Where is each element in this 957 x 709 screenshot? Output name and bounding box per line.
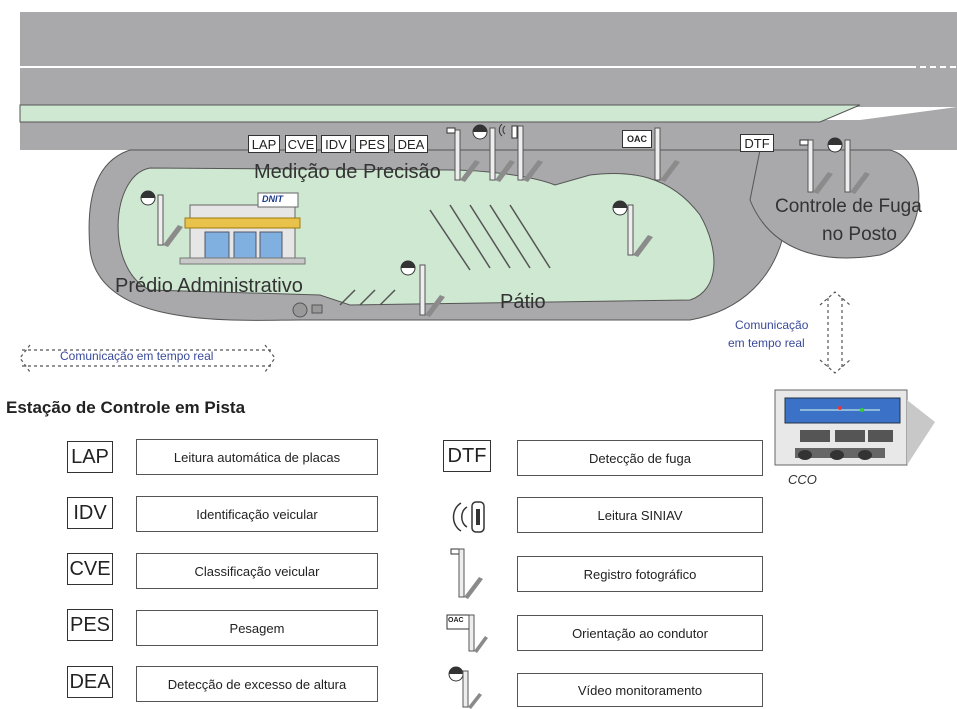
escape-loop xyxy=(749,149,920,259)
legend-desc-siniav: Leitura SINIAV xyxy=(517,497,763,533)
siniav-reader-icon xyxy=(452,501,485,533)
legend-desc-video: Vídeo monitoramento xyxy=(517,673,763,707)
median-strip xyxy=(19,104,861,123)
comm-arrow-right xyxy=(819,291,851,374)
tag-lap: LAP xyxy=(248,135,280,153)
comm-label-right-line2: em tempo real xyxy=(728,336,805,350)
camera-pole-icon xyxy=(450,548,483,599)
legend-desc-dtf: Detecção de fuga xyxy=(517,440,763,476)
legend-desc-idv: Identificação veicular xyxy=(136,496,378,532)
legend-desc-pes: Pesagem xyxy=(136,610,378,646)
label-medicao: Medição de Precisão xyxy=(254,161,441,183)
legend-code-pes: PES xyxy=(67,609,113,641)
comm-label-left: Comunicação em tempo real xyxy=(60,349,214,363)
label-controle-line1: Controle de Fuga xyxy=(775,196,922,217)
oac-panel-icon xyxy=(446,614,488,653)
label-predio: Prédio Administrativo xyxy=(115,275,303,297)
tag-oac: OAC xyxy=(622,130,652,148)
legend-code-dtf: DTF xyxy=(443,440,491,472)
highway xyxy=(20,12,957,107)
legend-code-cve: CVE xyxy=(67,553,113,585)
video-camera-icon xyxy=(448,666,482,709)
admin-building xyxy=(179,192,306,265)
legend-desc-registro: Registro fotográfico xyxy=(517,556,763,592)
tag-dea: DEA xyxy=(394,135,428,153)
label-controle-line2: no Posto xyxy=(822,224,897,245)
comm-label-right-line1: Comunicação xyxy=(735,318,809,332)
legend-title: Estação de Controle em Pista xyxy=(6,398,246,417)
legend-desc-cve: Classificação veicular xyxy=(136,553,378,589)
legend-desc-dea: Detecção de excesso de altura xyxy=(136,666,378,702)
tag-dtf: DTF xyxy=(740,134,774,152)
camera-icons xyxy=(140,124,843,276)
tag-cve: CVE xyxy=(285,135,317,153)
tag-idv: IDV xyxy=(321,135,351,153)
cco-illustration xyxy=(774,389,935,466)
legend-code-lap: LAP xyxy=(67,441,113,473)
legend-desc-lap: Leitura automática de placas xyxy=(136,439,378,475)
parking-stripes xyxy=(339,204,551,306)
equipment-poles xyxy=(157,125,851,316)
legend-desc-oac: Orientação ao condutor xyxy=(517,615,763,651)
cco-label: CCO xyxy=(788,472,817,487)
label-patio: Pátio xyxy=(500,291,546,313)
dnit-sign: DNIT xyxy=(262,194,283,204)
tag-pes: PES xyxy=(355,135,389,153)
legend-code-dea: DEA xyxy=(67,666,113,698)
oac-icon-text: OAC xyxy=(448,617,464,624)
legend-code-idv: IDV xyxy=(67,497,113,529)
